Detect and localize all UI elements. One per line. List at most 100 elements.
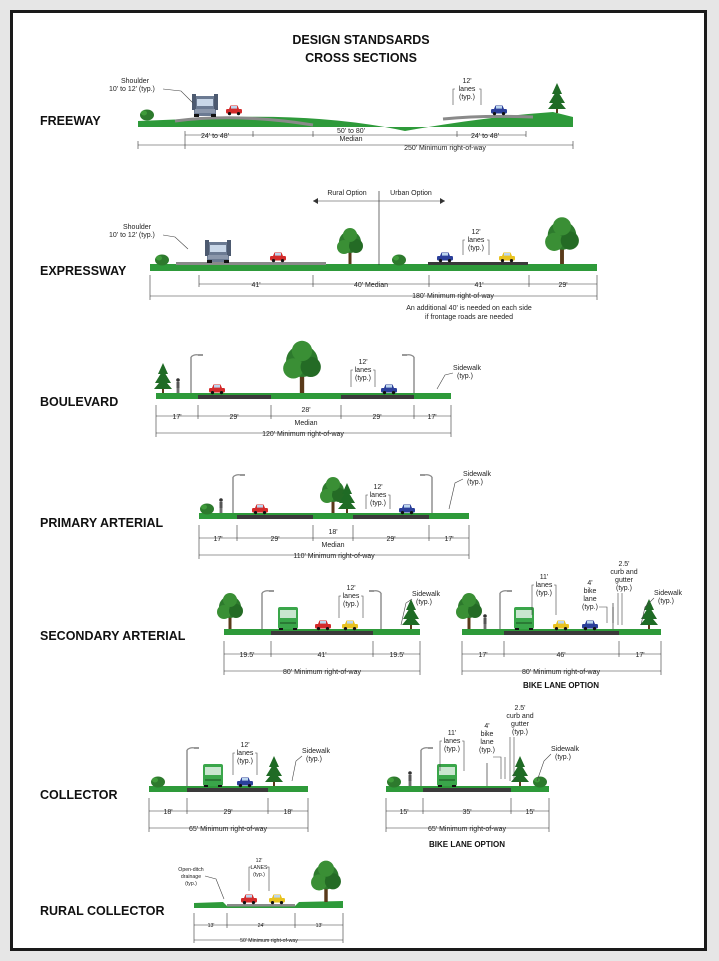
- secondary-bike-row: 80' Minimum right-of-way: [522, 669, 600, 676]
- rural-collector-car-yellow: [269, 894, 285, 905]
- primary-arterial-dimensions: [198, 525, 470, 559]
- boulevard-sidewalk-label: Sidewalk: [453, 365, 482, 372]
- freeway-car-blue: [491, 105, 507, 116]
- title-line1: DESIGN STANDSARDS: [292, 33, 429, 47]
- secondary-bike-lanes-label: lanes: [536, 582, 553, 589]
- secondary-bike-pine: [640, 599, 658, 629]
- expressway-tree-right: [545, 217, 579, 264]
- primary-arterial-lanes-typ: (typ.): [370, 500, 386, 507]
- freeway-shoulder-label: Shoulder: [121, 78, 150, 85]
- primary-arterial-dim-d: 17': [444, 536, 453, 543]
- rural-collector-ditch-line1: Open-ditch: [178, 867, 203, 873]
- freeway-label: FREEWAY: [40, 114, 101, 128]
- boulevard-lamp-right: [401, 353, 416, 394]
- expressway-truck: [205, 240, 231, 263]
- primary-arterial-pedestrian: [219, 498, 223, 513]
- expressway-bush-left: [155, 254, 169, 266]
- collector-bike-curb-width: 2.5': [514, 705, 525, 712]
- primary-arterial-bush: [200, 503, 214, 515]
- rural-collector-ditch-line2: drainage: [181, 874, 201, 880]
- secondary-bike-lamp: [498, 589, 513, 630]
- secondary-bike-curb-width: 2.5': [618, 561, 629, 568]
- freeway-car-red: [226, 105, 242, 116]
- secondary-bike-curb-label: curb and: [610, 569, 637, 576]
- boulevard-label: BOULEVARD: [40, 395, 118, 409]
- freeway-lanes-width: 12': [462, 78, 471, 85]
- primary-arterial-sidewalk-label: Sidewalk: [463, 471, 492, 478]
- rural-collector-dimensions: [193, 913, 344, 943]
- secondary-arterial-lanes-width: 12': [346, 585, 355, 592]
- secondary-bike-car-yellow: [553, 620, 569, 631]
- secondary-bike-bike-label: bike: [584, 588, 597, 595]
- freeway-lanes-typ: (typ.): [459, 94, 475, 101]
- secondary-arterial-label: SECONDARY ARTERIAL: [40, 629, 186, 643]
- freeway-lanes-label: lanes: [459, 86, 476, 93]
- rural-collector-dim-c: 13': [316, 923, 323, 929]
- freeway-shoulder-width: 10' to 12' (typ.): [109, 86, 155, 93]
- boulevard-ground: [156, 393, 451, 399]
- collector-bike-dim-a: 15': [399, 809, 408, 816]
- primary-arterial-median-label: Median: [322, 542, 345, 549]
- expressway-car-red: [270, 252, 286, 263]
- expressway-section: EXPRESSWAY Rural Option Urban Option Sho…: [40, 190, 598, 321]
- boulevard-lanes-typ: (typ.): [355, 375, 371, 382]
- expressway-bush-right: [392, 254, 406, 266]
- secondary-bike-bus: [514, 607, 534, 630]
- secondary-bike-dim-c: 17': [635, 652, 644, 659]
- boulevard-section: BOULEVARD 12' lanes (typ.) Sidewalk (typ…: [40, 340, 482, 438]
- cross-sections-diagram: DESIGN STANDSARDS CROSS SECTIONS FREEWAY…: [40, 33, 683, 944]
- collector-bike-bike-label: bike: [481, 731, 494, 738]
- rural-collector-car-red: [241, 894, 257, 905]
- expressway-tree-median: [337, 228, 363, 264]
- collector-bus: [203, 764, 223, 787]
- secondary-bike-car-blue: [582, 620, 598, 631]
- collector-bike-sidewalk-typ: (typ.): [555, 754, 571, 761]
- secondary-bike-section: 11' lanes (typ.) 4' bike lane (typ.) 2.5…: [456, 561, 683, 690]
- freeway-dimensions: [137, 131, 574, 149]
- boulevard-tree-median: [283, 340, 321, 393]
- secondary-bike-bike-typ: (typ.): [582, 604, 598, 611]
- freeway-row: 250' Minimum right-of-way: [404, 145, 486, 152]
- primary-arterial-lamp-right: [419, 473, 434, 514]
- freeway-ground: [138, 112, 573, 131]
- rural-collector-lanes-typ: (typ.): [253, 872, 265, 878]
- boulevard-sidewalk-typ: (typ.): [457, 373, 473, 380]
- boulevard-car-blue: [381, 384, 397, 395]
- boulevard-dimensions: [155, 405, 452, 437]
- primary-arterial-ground: [199, 513, 469, 519]
- collector-dimensions: [148, 798, 309, 832]
- expressway-urban-option: Urban Option: [390, 190, 432, 197]
- boulevard-dim-median: 28': [301, 407, 310, 414]
- collector-dim-b: 29': [223, 809, 232, 816]
- secondary-arterial-car-red: [315, 620, 331, 631]
- primary-arterial-car-red: [252, 504, 268, 515]
- primary-arterial-section: PRIMARY ARTERIAL 12' lanes (typ.) Sidewa…: [40, 471, 492, 560]
- secondary-bike-option-label: BIKE LANE OPTION: [523, 681, 599, 690]
- expressway-rural-option: Rural Option: [327, 190, 366, 197]
- collector-bike-lanes-label: lanes: [444, 738, 461, 745]
- collector-bike-dim-c: 15': [525, 809, 534, 816]
- secondary-arterial-row: 80' Minimum right-of-way: [283, 669, 361, 676]
- secondary-bike-bike-width: 4': [587, 580, 592, 587]
- secondary-bike-lanes-typ: (typ.): [536, 590, 552, 597]
- secondary-bike-dim-b: 46': [556, 652, 565, 659]
- collector-bike-pedestrian: [408, 771, 412, 786]
- primary-arterial-lanes-label: lanes: [370, 492, 387, 499]
- secondary-bike-tree: [456, 593, 482, 629]
- secondary-arterial-lanes-label: lanes: [343, 593, 360, 600]
- secondary-arterial-sidewalk-label: Sidewalk: [412, 591, 441, 598]
- boulevard-car-red: [209, 384, 225, 395]
- freeway-dim-right: 24' to 48': [471, 133, 499, 140]
- collector-dim-c: 18': [283, 809, 292, 816]
- collector-bush: [151, 776, 165, 788]
- primary-arterial-dim-c: 29': [386, 536, 395, 543]
- collector-section: COLLECTOR 12' lanes (typ.) Sidewalk (typ…: [40, 742, 331, 833]
- primary-arterial-dim-b: 29': [270, 536, 279, 543]
- rural-collector-section: RURAL COLLECTOR Open-ditch drainage (typ…: [40, 858, 344, 944]
- boulevard-pedestrian: [176, 378, 180, 393]
- boulevard-lamp-left: [189, 353, 204, 394]
- collector-bike-dim-b: 35': [462, 809, 471, 816]
- secondary-arterial-tree: [217, 593, 243, 629]
- freeway-section: FREEWAY Shoulder 10' to 12' (typ.) 12' l…: [40, 78, 574, 152]
- expressway-lanes-width: 12': [471, 229, 480, 236]
